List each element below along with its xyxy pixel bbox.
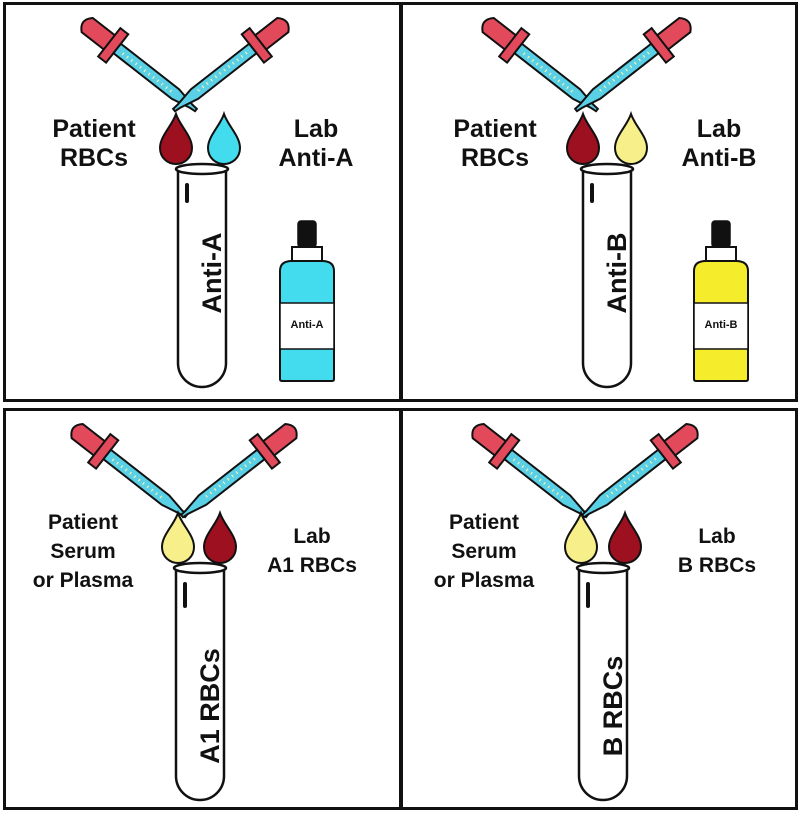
- left-drop: [565, 110, 601, 166]
- left-drop: [160, 509, 196, 565]
- test-tube: [579, 162, 635, 389]
- reagent-bottle: [693, 220, 749, 382]
- right-reagent-label: Lab Anti-B: [681, 115, 757, 173]
- reagent-bottle: [279, 220, 335, 382]
- right-drop: [206, 110, 242, 166]
- panel-1-artwork: Anti-A Anti-A: [80, 16, 335, 389]
- bottle-label: Anti-B: [705, 319, 738, 331]
- right-drop: [613, 110, 649, 166]
- right-drop: [607, 509, 643, 565]
- right-dropper: [573, 16, 692, 113]
- panel-a1-cells-test: A1 RBCs Patient Serum or Plasma Lab A1 R…: [3, 408, 402, 810]
- right-drop: [202, 509, 238, 565]
- test-tube: [575, 561, 631, 802]
- left-drop: [563, 509, 599, 565]
- panel-anti-b-test: Anti-B Anti-B Patient RBCs Lab Anti-B: [400, 2, 798, 402]
- left-dropper: [80, 16, 199, 113]
- tube-label: Anti-A: [197, 233, 227, 314]
- test-tube: [172, 561, 228, 802]
- left-reagent-label: Patient Serum or Plasma: [433, 511, 535, 592]
- right-reagent-label: Lab A1 RBCs: [267, 525, 357, 577]
- panel-4-artwork: B RBCs: [471, 422, 699, 802]
- left-drop: [158, 110, 194, 166]
- panel-b-cells-test: B RBCs Patient Serum or Plasma Lab B RBC…: [400, 408, 798, 810]
- left-dropper: [471, 422, 590, 519]
- left-dropper: [70, 422, 189, 519]
- tube-label: Anti-B: [602, 233, 632, 314]
- left-reagent-label: Patient RBCs: [453, 115, 537, 173]
- left-reagent-label: Patient Serum or Plasma: [32, 511, 134, 592]
- test-tube: [174, 162, 230, 389]
- right-dropper: [179, 422, 298, 519]
- left-reagent-label: Patient RBCs: [52, 115, 136, 173]
- right-reagent-label: Lab Anti-A: [278, 115, 354, 173]
- panel-anti-a-test: Anti-A Anti-A Patient RBCs Lab Anti-A: [3, 2, 402, 402]
- tube-label: B RBCs: [598, 656, 628, 757]
- right-reagent-label: Lab B RBCs: [677, 525, 757, 577]
- left-dropper: [481, 16, 600, 113]
- panel-2-artwork: Anti-B Anti-B: [481, 16, 749, 389]
- tube-label: A1 RBCs: [195, 648, 225, 764]
- right-dropper: [580, 422, 699, 519]
- panel-3-artwork: A1 RBCs: [70, 422, 298, 802]
- bottle-label: Anti-A: [291, 319, 324, 331]
- right-dropper: [171, 16, 290, 113]
